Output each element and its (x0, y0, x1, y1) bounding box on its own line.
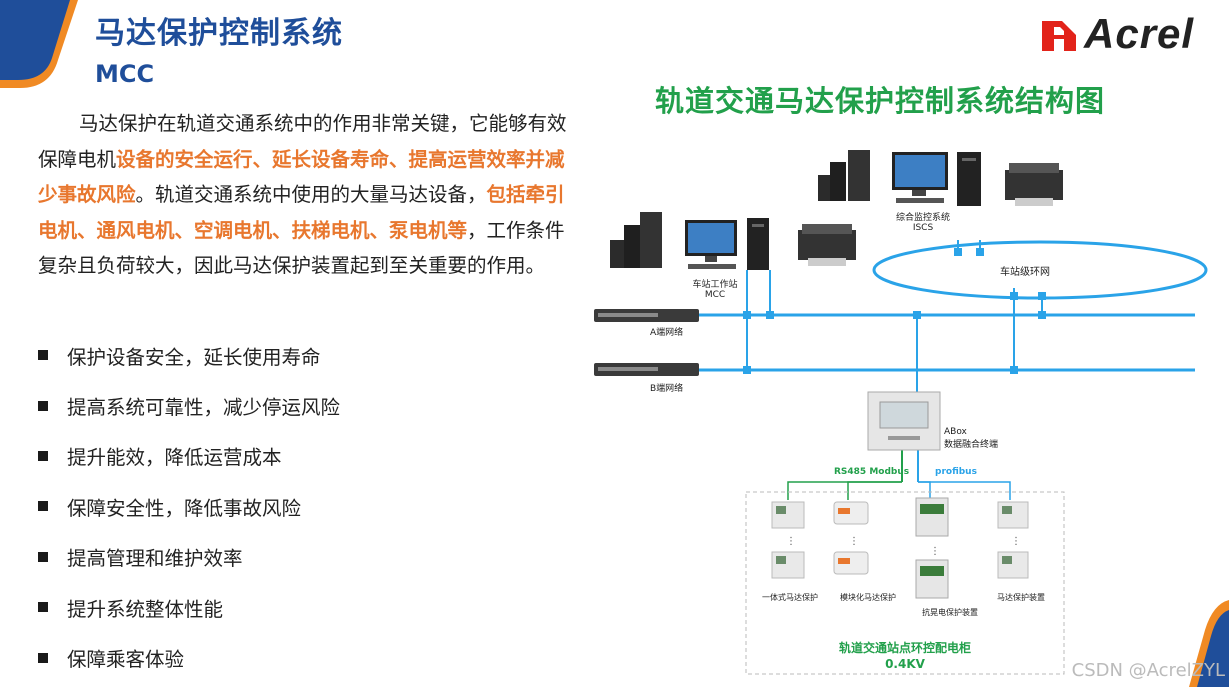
mcc-label: 车站工作站 MCC (692, 280, 738, 300)
diagram-title: 轨道交通马达保护控制系统结构图 (655, 84, 1106, 118)
intro-highlight-1: 设备的安全运行、延长设备寿命、提高运营效率并减少事故风险 (38, 147, 565, 207)
bullet-square-icon (38, 350, 48, 361)
ring-network-label: 车站级环网 (1000, 267, 1050, 278)
device-label-integrated: 一体式马达保护 (762, 593, 818, 602)
abox-terminal-icon (867, 391, 941, 451)
brand-logo: Acrel (1040, 10, 1220, 58)
bullet-square-icon (38, 501, 48, 512)
bullet-square-icon (38, 551, 48, 562)
bullet-square-icon (38, 450, 48, 461)
bullet-square-icon (38, 400, 48, 411)
logo-text: Acrel (1084, 10, 1195, 57)
iscs-server-icon (818, 150, 870, 201)
list-item: 提升系统整体性能 (38, 582, 340, 632)
list-item: 保障安全性，降低事故风险 (38, 481, 340, 531)
iscs-monitor-icon (892, 152, 948, 203)
corner-decoration (0, 0, 78, 88)
device-label-motor: 马达保护装置 (997, 593, 1045, 602)
server-rack-icon (610, 212, 662, 268)
intro-highlight-2: 包括牵引电机、通风电机、空调电机、扶梯电机、泵电机等 (38, 183, 565, 242)
cabinet-outline (745, 491, 1065, 675)
abox-label: ABox 数据融合终端 (944, 427, 999, 450)
motor-protector-icon (997, 501, 1029, 579)
list-item: 保障乘客体验 (38, 632, 340, 682)
workstation-monitor-icon (685, 220, 737, 269)
modular-motor-protector-icon (833, 501, 869, 575)
list-item: 提高管理和维护效率 (38, 532, 340, 582)
benefit-list: 保护设备安全，延长使用寿命 提高系统可靠性，减少停运风险 提升能效，降低运营成本… (38, 330, 340, 683)
acrel-logo-icon (1042, 21, 1076, 51)
network-b-label: B端网络 (650, 384, 684, 394)
bullet-square-icon (38, 652, 48, 663)
pc-tower-icon (747, 218, 769, 270)
intro-text-1: 马达保护在轨道交通系统中的作用非常关键，它能够有效保障电机 (38, 112, 567, 171)
printer-icon (798, 224, 856, 266)
cabinet-label: 轨道交通站点环控配电柜 0.4KV (838, 641, 971, 671)
svg-text:⋮: ⋮ (786, 536, 796, 547)
svg-text:⋮: ⋮ (930, 546, 940, 557)
iscs-printer-icon (1005, 163, 1063, 206)
device-label-anti-sag: 抗晃电保护装置 (922, 608, 978, 617)
switch-b-icon (594, 363, 699, 376)
list-item: 提升能效，降低运营成本 (38, 431, 340, 481)
iscs-pc-tower-icon (957, 152, 981, 206)
corner-decoration-bottom (1189, 600, 1229, 687)
svg-text:⋮: ⋮ (1011, 536, 1021, 547)
rs485-label: RS485 Modbus (834, 467, 910, 477)
intro-text-3: ，工作条件复杂且负荷较大，因此马达保护装置起到至关重要的作用。 (38, 218, 565, 278)
watermark: CSDN @AcrelZYL (1071, 660, 1225, 681)
iscs-label: 综合监控系统 ISCS (895, 213, 950, 233)
network-a-label: A端网络 (650, 328, 684, 338)
page-title: 马达保护控制系统 (95, 16, 343, 51)
bullet-square-icon (38, 602, 48, 613)
intro-paragraph: 马达保护在轨道交通系统中的作用非常关键，它能够有效保障电机设备的安全运行、延长设… (38, 106, 568, 284)
list-item: 提高系统可靠性，减少停运风险 (38, 380, 340, 430)
switch-a-icon (594, 309, 699, 322)
list-item: 保护设备安全，延长使用寿命 (38, 330, 340, 380)
system-diagram: ⋮ ⋮ ⋮ ⋮ (594, 150, 1208, 675)
intro-text-2: 。轨道交通系统中使用的大量马达设备， (135, 183, 487, 206)
profibus-label: profibus (935, 467, 977, 477)
page-subtitle: MCC (95, 60, 155, 88)
device-label-modular: 模块化马达保护 (840, 593, 896, 602)
integrated-motor-protector-icon (771, 501, 805, 579)
anti-sag-protector-icon (915, 497, 949, 599)
svg-text:⋮: ⋮ (849, 536, 859, 547)
